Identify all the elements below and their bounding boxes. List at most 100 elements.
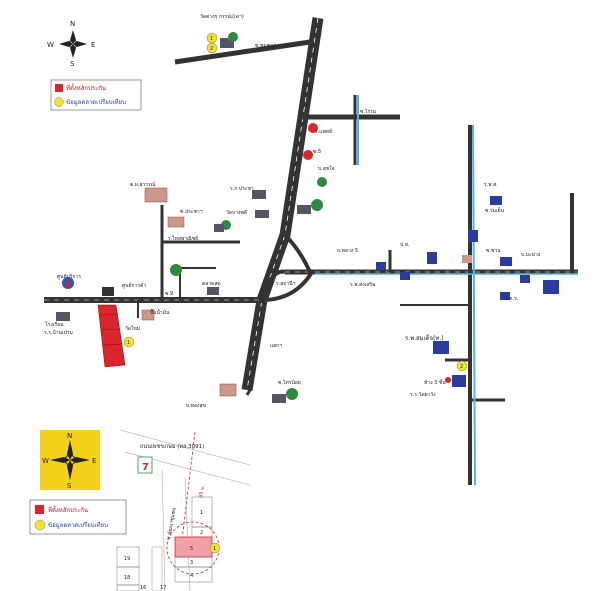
legend-collateral-label: ที่ตั้งหลักประกัน [66,82,106,92]
label-z2: ร.ร.วัดผาวัง [410,392,436,398]
label-o: แยกฯ [270,343,282,349]
building-icon-16 [520,275,530,283]
svg-text:19: 19 [124,556,130,562]
map-labels: วัดต่างๆ กรรปเ(เดา) ซ.ชุมชนฯ ซ.ไร่ร่ม ร.… [44,14,541,409]
legend-bottom: ที่ตั้งหลักประกัน ข้อมูลตลาดเปรียบเทียบ [29,499,127,535]
label-right-road-top: ซ.ไร่ร่ม [360,108,376,115]
temple-icon [468,230,478,242]
market-marker-2: 2 [456,360,468,372]
red-landmark-icon-2 [303,150,313,160]
inset-distance: 85 ม. [198,484,206,498]
svg-text:18: 18 [124,575,130,581]
building-icon-6 [207,287,219,295]
compass-s: S [70,60,75,68]
building-icon [220,38,234,48]
collateral-swatch [55,84,63,92]
label-e: ต.ผ.สุวรรณ์ [130,181,156,188]
legend-top: ที่ตั้งหลักประกัน ข้อมูลตลาดเปรียบเทียบ [50,79,142,111]
building-icon-3 [297,205,311,214]
label-c: บ.สุขใจ [318,165,335,172]
label-y: ซ.ร่มเย็น [485,206,505,214]
svg-text:1: 1 [200,510,203,516]
compass-bottom-s: S [67,482,72,490]
svg-text:3: 3 [190,560,193,566]
label-school2: ร.ร.บ้านเปรม [44,329,73,336]
house-icon [144,187,168,203]
building-icon-7 [102,287,114,296]
svg-text:4: 4 [190,573,193,579]
svg-text:7: 7 [142,462,149,473]
svg-text:2: 2 [460,364,463,370]
label-d: ร.ก.ประชา [230,186,254,192]
market-marker-top: 1 2 [206,32,218,54]
label-n: วัดใหม่ [125,325,140,332]
label-s: ร.พ.ส่งเสริม [350,281,375,288]
inset-collateral-plot [174,536,213,558]
store-logo-icon [137,456,153,474]
building-icon-17 [500,292,510,300]
building-icon-10 [400,272,410,280]
svg-text:2: 2 [200,530,203,536]
tree-icon-3 [317,177,327,187]
compass-e: E [91,41,95,49]
legend-market-label: ข้อมูลตลาดเปรียบเทียบ [66,98,126,106]
market-marker-1: 1 [123,336,135,348]
road-network [44,17,578,485]
svg-text:1: 1 [210,36,213,42]
label-j: ร.สถานีฯ [276,280,296,287]
hospital-icon [433,341,449,354]
building-icon-15 [543,280,559,294]
red-landmark-icon-3 [445,377,451,383]
label-x: ร.ต.ร. [505,296,519,302]
compass-bottom: N S W E [40,430,100,490]
label-t: ป.ท. [400,242,410,248]
landmark-icons [56,32,559,403]
building-icon-14 [500,257,512,266]
label-l: ซ.9 [165,291,173,297]
label-k: ตลาดสด [202,281,221,287]
inset-market-marker [209,542,221,554]
legend-bottom-collateral: ที่ตั้งหลักประกัน [48,504,88,514]
compass-top: N S W E [47,20,95,68]
label-z: ห้าง 3 ชั้น [424,377,446,386]
label-top-road: ซ.ชุมชนฯ [255,43,276,49]
tree-icon-2 [311,199,323,211]
house-icon-4 [219,383,237,397]
tree-icon [228,32,238,42]
svg-text:2: 2 [210,46,213,52]
legend-bottom-market: ข้อมูลตลาดเปรียบเทียบ [48,521,108,529]
label-b: ซ.5 [313,149,321,155]
house-icon-5 [462,255,472,263]
building-icon-18 [452,375,466,387]
collateral-parcel [97,304,126,368]
compass-bottom-w: W [42,457,49,465]
compass-bottom-e: E [92,457,96,465]
red-landmark-icon [308,123,318,133]
building-icon-8 [56,312,70,321]
label-a: ร.แพทย์ [315,128,332,135]
canals [315,95,578,486]
label-f: วัดบางพลี [226,209,247,216]
building-icon-5 [214,224,224,232]
label-w: บ.มะม่วง [521,252,541,258]
tree-icon-6 [286,388,298,400]
inset-road-name: ถนนเพชรเกษม (ทล.3091) [140,443,204,450]
label-v: ซ.ชวน [486,248,501,254]
building-icon-11 [427,252,437,264]
label-school: โรงเรียน [45,321,64,328]
svg-text:5: 5 [190,546,193,552]
building-icon-2 [252,190,266,199]
inset-side-road: ซ.พัฒนาชุมชน [166,507,178,541]
label-q: บ.ทองสุข [186,403,206,409]
tree-icon-5 [170,264,182,276]
market-swatch [54,97,64,107]
compass-bottom-n: N [67,432,72,440]
label-g: ซ.ประชาฯ [180,209,203,215]
inset-plan: ถนนเพชรเกษม (ทล.3091) 7 ซ.พัฒนาชุมชน 85 … [116,429,251,591]
compass-n: N [70,20,75,28]
label-hospital: ร.พ.สมเด็จ(ท.) [405,333,444,342]
compass-w: W [47,41,54,49]
svg-text:16: 16 [140,585,146,591]
label-p: ซ.ไทรน้อย [278,379,301,386]
